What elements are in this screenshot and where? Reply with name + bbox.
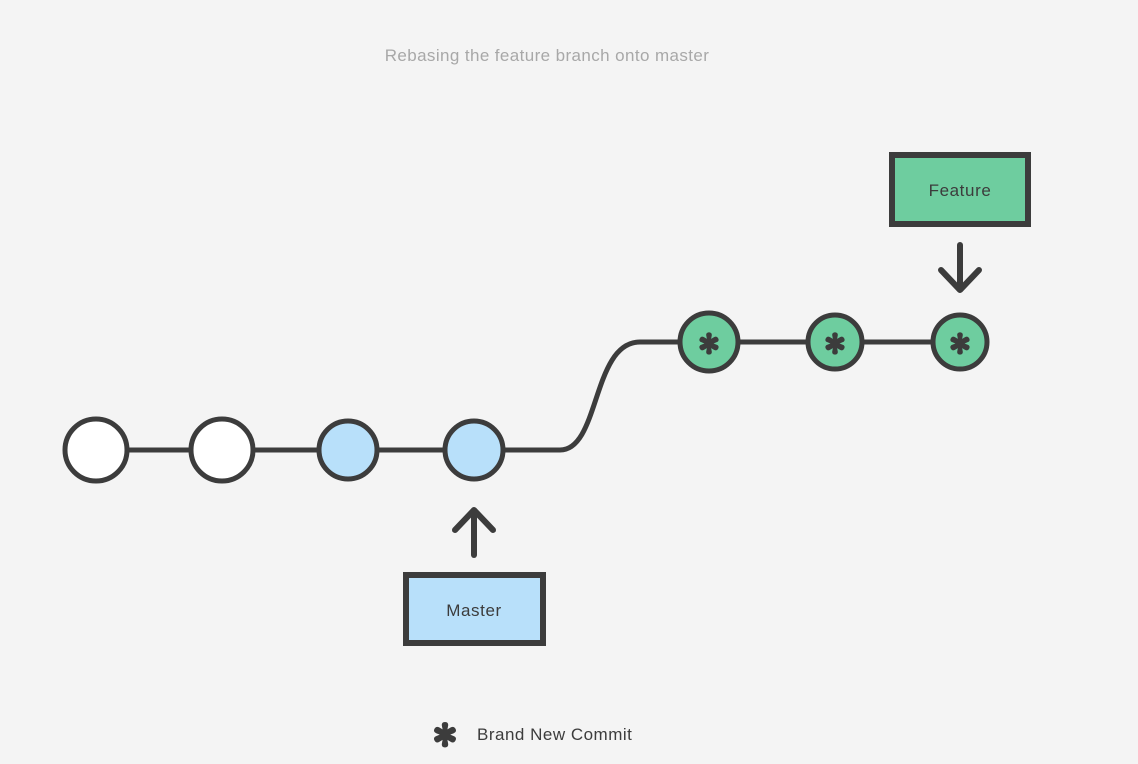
- master-pointer-arrow-up-icon: [452, 507, 496, 558]
- commit-node-c5[interactable]: [677, 310, 741, 374]
- master-box: [403, 572, 546, 646]
- commit-node-c1[interactable]: [62, 416, 130, 484]
- commit-node-c7[interactable]: [930, 312, 990, 372]
- commit-node-c4[interactable]: [442, 418, 506, 482]
- commit-node-c3[interactable]: [316, 418, 380, 482]
- arrow-head: [938, 267, 982, 293]
- legend-label: Brand New Commit: [477, 725, 632, 744]
- feature-box: [889, 152, 1031, 227]
- master-branch-label[interactable]: Master: [403, 572, 546, 646]
- legend: Brand New Commit: [434, 721, 632, 748]
- connector-c4-c5-curve: [471, 339, 712, 453]
- master-box-label: Master: [446, 601, 502, 620]
- commit-node-c6[interactable]: [805, 312, 865, 372]
- commit-node-c2[interactable]: [188, 416, 256, 484]
- feature-commit-nodes: [677, 310, 990, 374]
- feature-pointer-arrow-down-icon: [938, 242, 982, 293]
- arrow-head: [452, 507, 496, 533]
- feature-branch-label[interactable]: Feature: [889, 152, 1031, 227]
- master-commit-nodes: [62, 416, 506, 484]
- feature-box-label: Feature: [929, 181, 992, 200]
- page-title: Rebasing the feature branch onto master: [385, 46, 710, 65]
- legend-sparkle-icon: [434, 721, 456, 748]
